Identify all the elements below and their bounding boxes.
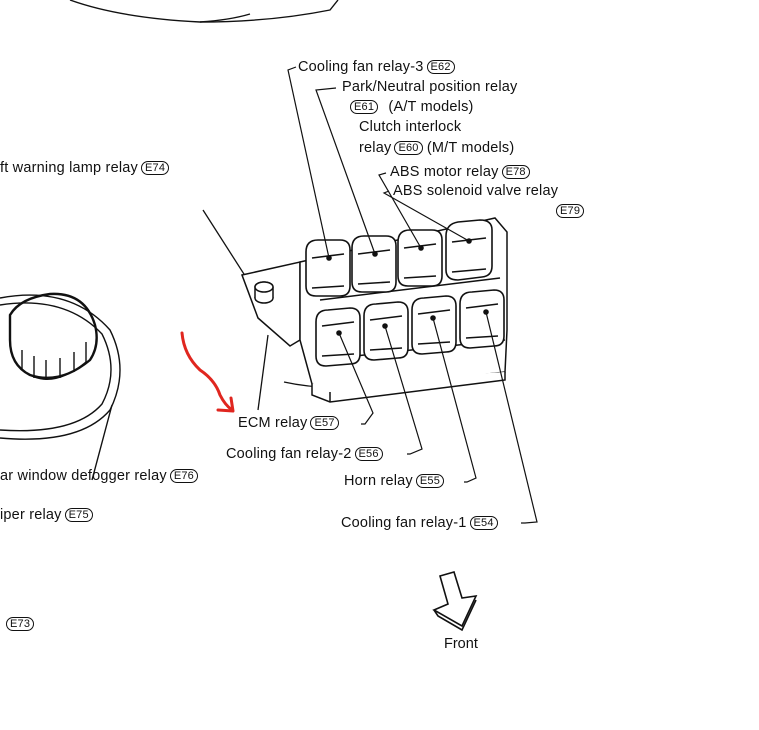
label-clutch-interlock: Clutch interlock	[359, 119, 461, 136]
label-text: ABS motor relay	[390, 164, 499, 180]
top-outline	[69, 0, 339, 23]
relay-abs-solenoid	[445, 219, 493, 281]
label-text: ABS solenoid valve relay	[393, 183, 559, 199]
label-text: Cooling fan relay-3	[298, 59, 424, 75]
connector-code-badge: E73	[6, 617, 35, 631]
label-text: Cooling fan relay-1	[341, 515, 467, 531]
label-text: Clutch interlock	[359, 119, 462, 135]
label-text: Cooling fan relay-2	[226, 446, 352, 462]
label-text: (A/T models)	[388, 99, 474, 115]
reservoir-cap	[0, 292, 121, 481]
label-text: iper relay	[0, 507, 62, 523]
connector-code-badge: E57	[310, 416, 339, 430]
connector-code-badge: E62	[426, 60, 455, 74]
relay-row-top	[305, 219, 493, 297]
connector-code-badge: E60	[394, 141, 423, 155]
connector-code-badge: E79	[556, 204, 585, 218]
label-e73: E73	[6, 616, 35, 633]
relay-ecm	[315, 307, 361, 367]
label-park-neutral-code: E61 (A/T models)	[350, 99, 474, 116]
red-annotation-arrow	[180, 331, 235, 413]
connector-code-badge: E78	[501, 165, 530, 179]
label-abs-solenoid-code: E79	[556, 203, 585, 220]
relay-horn	[411, 295, 457, 355]
front-label: Front	[444, 636, 478, 652]
connector-code-badge: E55	[415, 474, 445, 488]
relay-abs-motor	[397, 229, 443, 287]
label-text: ar window defogger relay	[0, 468, 167, 484]
round-connector	[254, 281, 274, 304]
label-text: Park/Neutral position relay	[342, 79, 518, 95]
connector-code-badge: E54	[469, 516, 498, 530]
label-text: ft warning lamp relay	[0, 160, 138, 176]
label-text: ECM relay	[238, 415, 308, 431]
label-text: Horn relay	[344, 473, 413, 489]
label-park-neutral-relay: Park/Neutral position relay	[342, 79, 517, 96]
label-abs-solenoid-relay: ABS solenoid valve relay	[393, 183, 558, 200]
relay-cooling-fan-1	[459, 289, 505, 349]
connector-code-badge: E61	[350, 100, 379, 114]
front-arrow	[432, 571, 478, 632]
leader-lines	[287, 66, 538, 524]
connector-code-badge: E75	[64, 508, 93, 522]
relay-park-neutral	[351, 235, 397, 293]
connector-code-badge: E74	[140, 161, 170, 175]
label-suffix: (M/T models)	[426, 140, 515, 156]
connector-code-badge: E76	[169, 469, 198, 483]
label-text: relay	[359, 140, 392, 156]
connector-code-badge: E56	[354, 447, 383, 461]
relay-cooling-fan-3	[305, 239, 351, 297]
